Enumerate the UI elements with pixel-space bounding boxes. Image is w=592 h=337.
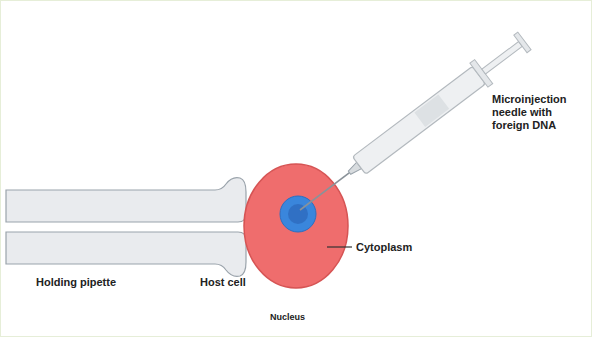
nucleus-label: Nucleus — [270, 311, 305, 324]
cytoplasm-label: Cytoplasm — [356, 241, 412, 254]
pipette-label: Holding pipette — [36, 276, 116, 289]
cell-label: Host cell — [200, 276, 246, 289]
host-cell — [244, 164, 348, 288]
leader-line — [327, 246, 352, 247]
needle-label: Microinjection needle with foreign DNA — [492, 93, 584, 132]
holding-pipette — [6, 178, 248, 277]
